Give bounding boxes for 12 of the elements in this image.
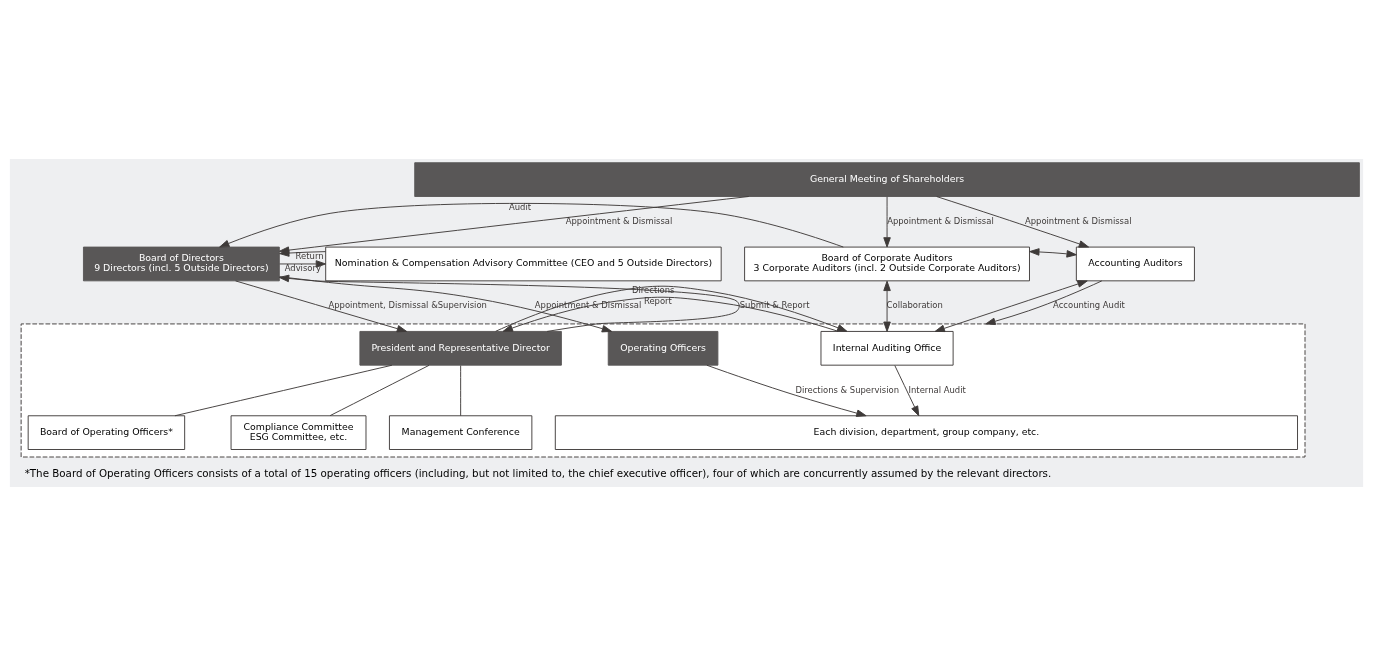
edge-label: Internal Audit bbox=[908, 384, 966, 395]
edge-label: Accounting Audit bbox=[1053, 300, 1125, 311]
edge-label: Audit bbox=[509, 202, 532, 213]
edge-label: Appointment & Dismissal bbox=[1024, 215, 1132, 226]
edge-label: Directions & Supervision bbox=[795, 384, 900, 395]
caption: *The Board of Operating Officers consists of a total of 15 operating officers (including, but not limited to, the chief executive officer), four of which are concurrently assumed by the relevant directors. bbox=[24, 466, 1052, 479]
edge-label: Collaboration bbox=[886, 300, 943, 311]
edge-label: Appointment & Dismissal bbox=[565, 215, 673, 226]
edge-label: Report bbox=[643, 296, 672, 307]
edge-label: Return bbox=[295, 251, 324, 262]
edge-label: Appointment & Dismissal bbox=[887, 215, 994, 226]
edge-label: Appointment, Dismissal &Supervision bbox=[328, 300, 487, 311]
